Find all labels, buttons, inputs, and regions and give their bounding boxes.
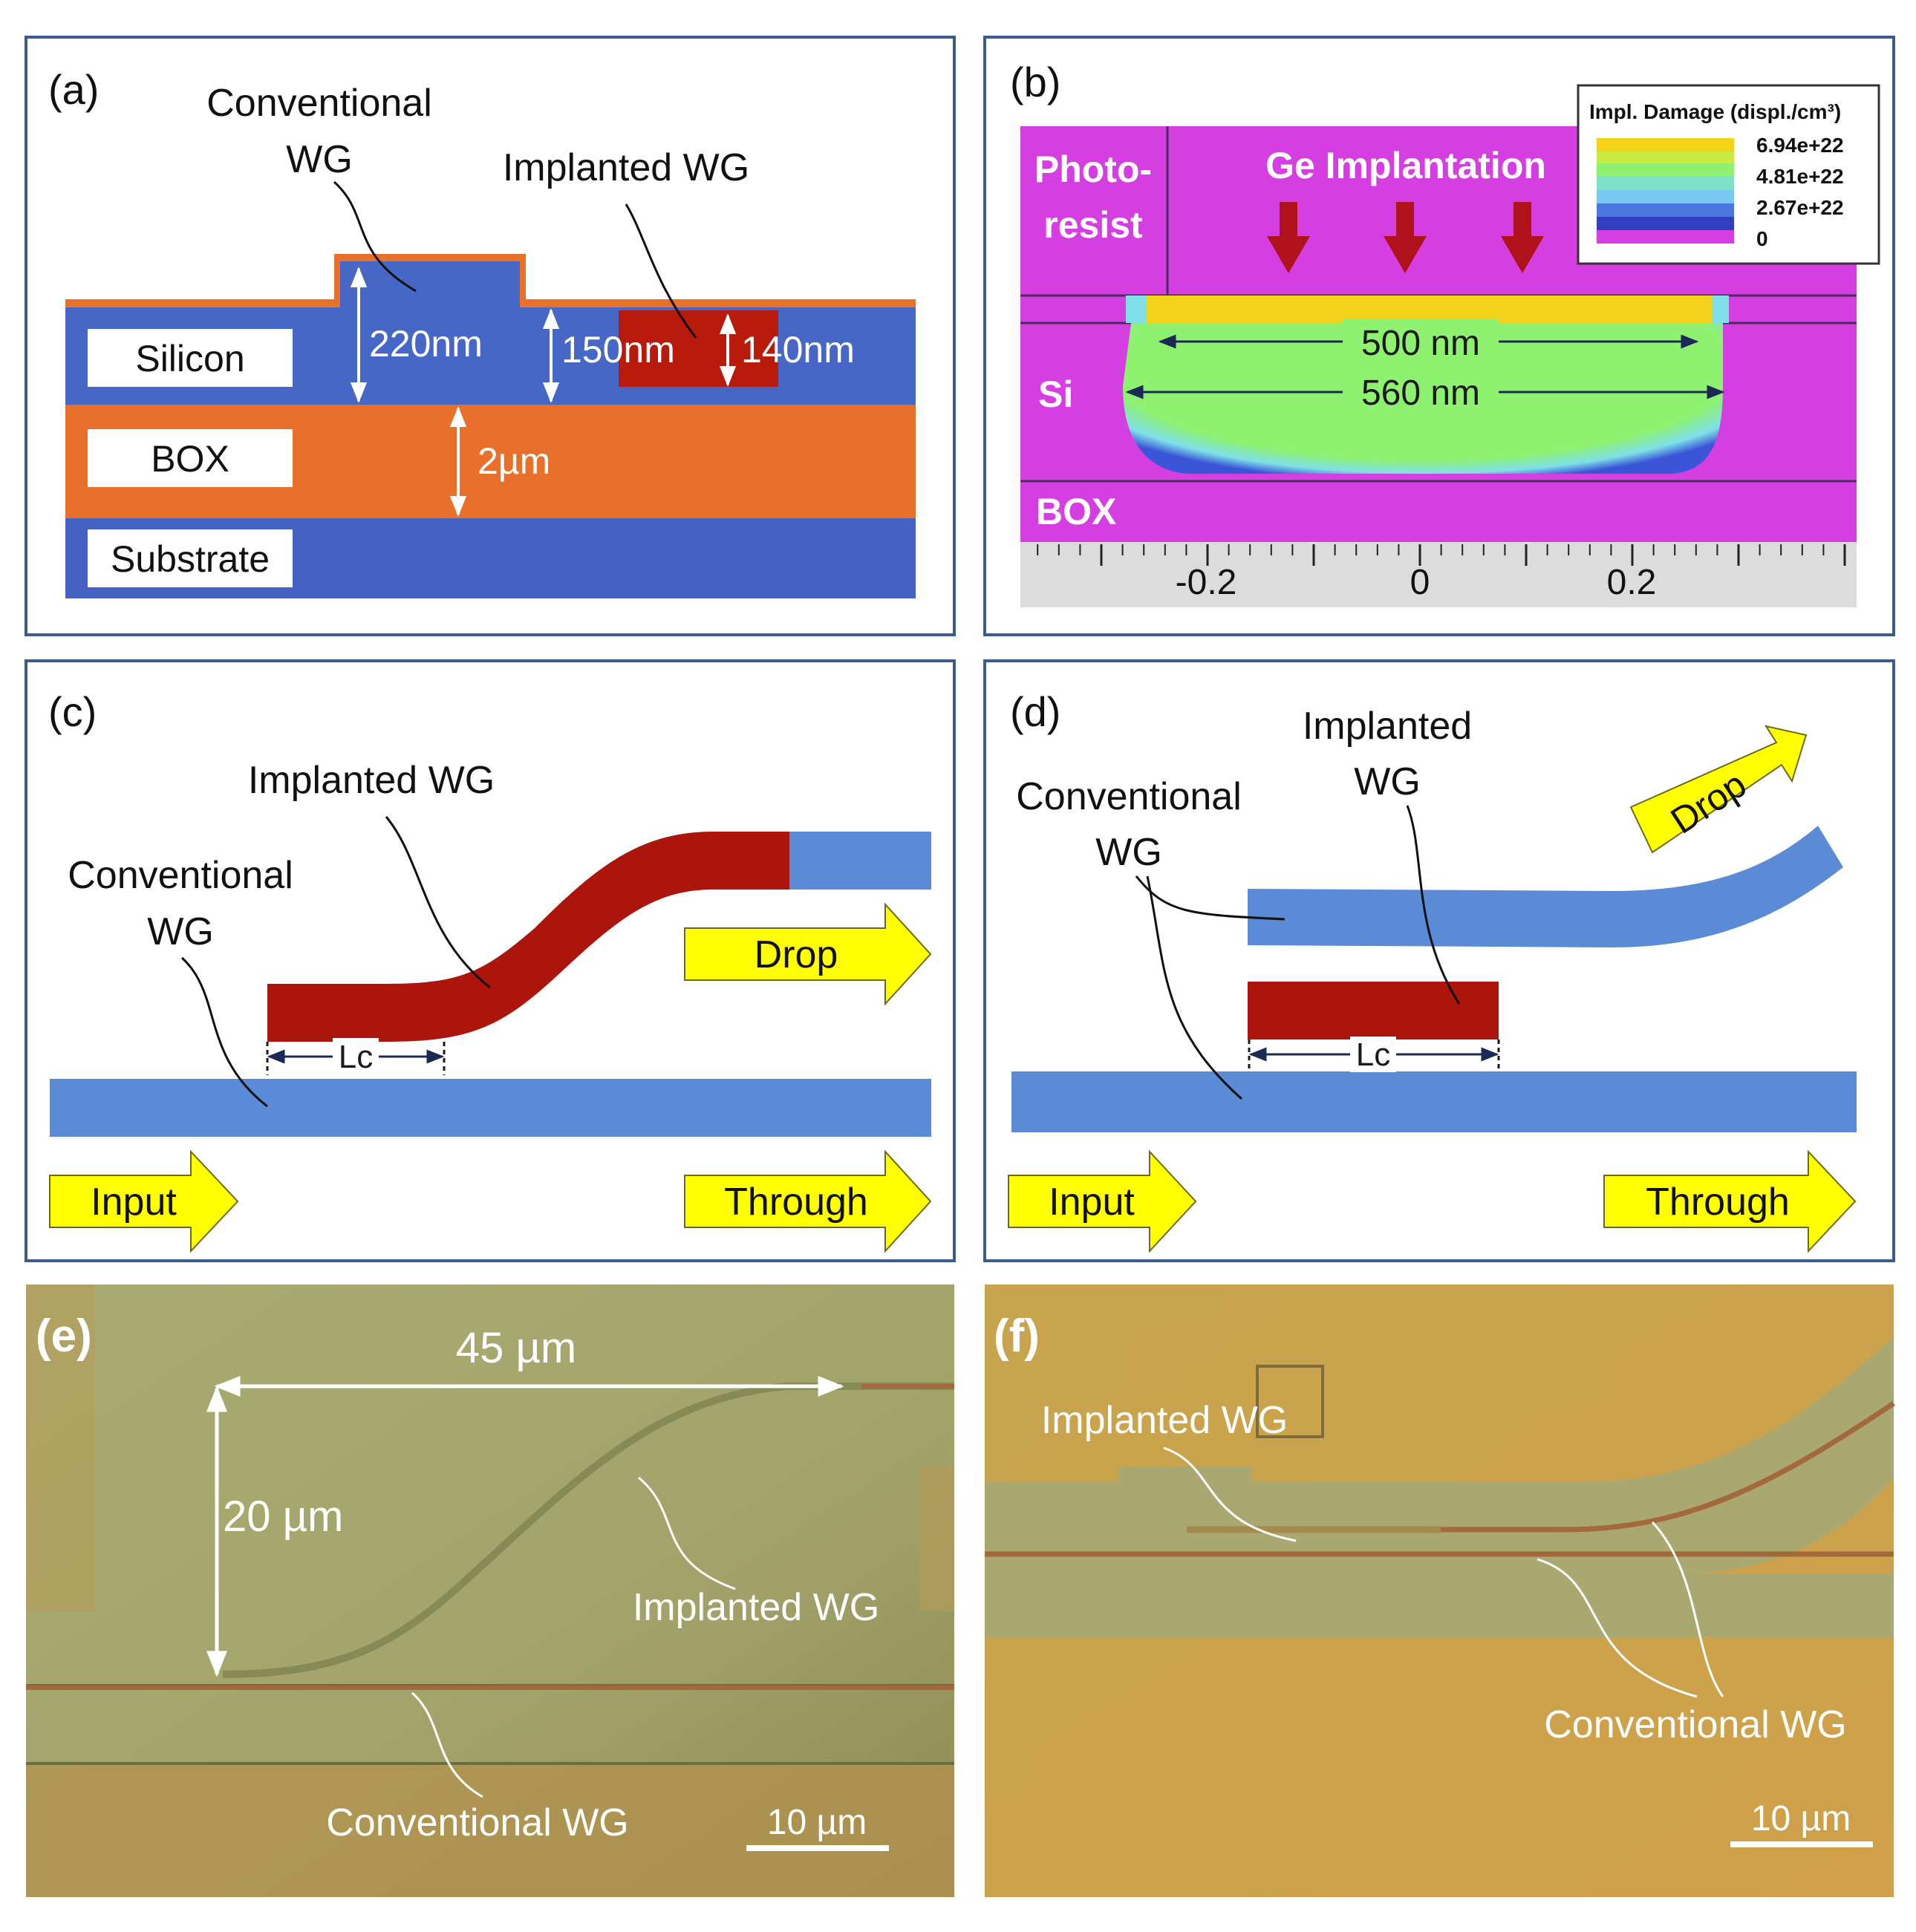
- implanted-wg-label-f: Implanted WG: [1041, 1399, 1288, 1442]
- legend-value: 0: [1756, 227, 1768, 250]
- conventional-wg-leader-f1: [1537, 1558, 1698, 1698]
- panel-a-tag: (a): [48, 66, 99, 113]
- scale-bar-label-f: 10 µm: [1751, 1799, 1851, 1838]
- conventional-wg-label-line2: WG: [286, 138, 353, 181]
- conventional-wg-leader-c: [180, 956, 268, 1108]
- conventional-wg-leader-e: [411, 1691, 483, 1798]
- drop-waveguide-f: [1411, 1401, 1895, 1533]
- scale-bar-label-e: 10 µm: [767, 1803, 867, 1842]
- implanted-wg-label-d-line2: WG: [1354, 760, 1421, 803]
- implanted-wg-leader-f: [1163, 1446, 1297, 1542]
- implanted-wg-leader-e: [638, 1476, 736, 1590]
- dim-560-label: 560 nm: [1361, 373, 1480, 413]
- bus-waveguide-d: [1011, 1071, 1857, 1132]
- panel-e: 45 µm 20 µm (e) Implanted WG Conventiona…: [26, 1285, 954, 1897]
- implanted-section-d: [1248, 982, 1499, 1040]
- legend: Impl. Damage (displ./cm³) 6.94e+22 4.81e…: [1577, 84, 1880, 265]
- damage-surface: [1136, 296, 1723, 323]
- conventional-wg-label-d-line2: WG: [1095, 831, 1162, 874]
- bus-waveguide: [50, 1079, 931, 1137]
- implant-arrows: [1267, 202, 1544, 273]
- implanted-s-bend-e: [222, 1383, 954, 1678]
- dim-140-label: 140nm: [741, 329, 855, 371]
- conventional-wg-label-line1: Conventional: [206, 82, 432, 125]
- conventional-wg-label-c-line2: WG: [147, 910, 214, 953]
- implanted-wg-label: Implanted WG: [503, 146, 749, 189]
- photoresist-label-line2: resist: [1043, 204, 1143, 246]
- panel-c: (c) Lc Implanted WG Conventional WG Drop…: [25, 659, 956, 1262]
- panel-f-tag: (f): [994, 1311, 1040, 1362]
- lc-label-d: Lc: [1356, 1037, 1390, 1073]
- through-label-c: Through: [724, 1181, 868, 1224]
- box-label-b: BOX: [1036, 491, 1116, 532]
- input-arrow-d[interactable]: Input: [1008, 1149, 1197, 1253]
- panel-d: (d) Lc Implanted WG Conventional WG Drop…: [983, 659, 1895, 1262]
- implanted-wg-label-d-line1: Implanted: [1303, 705, 1472, 748]
- conventional-wg-label-c-line1: Conventional: [68, 854, 293, 897]
- implanted-wg-label-e: Implanted WG: [633, 1586, 879, 1629]
- panel-d-tag: (d): [1010, 688, 1060, 735]
- legend-value: 6.94e+22: [1756, 134, 1844, 157]
- input-label-d: Input: [1049, 1181, 1135, 1224]
- dim-2um-label: 2µm: [478, 440, 550, 482]
- dim-150-label: 150nm: [561, 329, 675, 371]
- panel-c-tag: (c): [48, 688, 97, 735]
- panel-b: (b) Photo- resist Ge Implantation Si BOX…: [983, 36, 1895, 636]
- implanted-wg-leader: [625, 203, 697, 339]
- dim-500-label: 500 nm: [1361, 324, 1480, 363]
- input-arrow-c[interactable]: Input: [49, 1149, 239, 1253]
- cladding-layer: [65, 254, 916, 307]
- panel-b-tag: (b): [1010, 59, 1060, 105]
- implanted-wg-leader-d: [1406, 805, 1461, 1005]
- panel-a: (a) Silicon BOX Substrate 220nm 150nm 14…: [25, 36, 956, 636]
- legend-title: Impl. Damage (displ./cm³): [1589, 100, 1841, 123]
- si-label: Si: [1038, 373, 1073, 415]
- conventional-wg-leader: [333, 180, 417, 293]
- through-label-d: Through: [1646, 1181, 1790, 1224]
- through-arrow-d[interactable]: Through: [1603, 1149, 1857, 1253]
- dim-220-label: 220nm: [369, 323, 483, 365]
- ge-implantation-label: Ge Implantation: [1265, 145, 1546, 186]
- conventional-wg-leader-f2: [1651, 1521, 1724, 1697]
- axis-strip: [1020, 542, 1857, 607]
- input-label-c: Input: [91, 1181, 177, 1224]
- axis-tick-label: 0: [1410, 563, 1430, 602]
- dim-45-label: 45 µm: [456, 1324, 576, 1372]
- scale-bar-e: [746, 1845, 889, 1851]
- drop-waveguide-d: [1248, 826, 1843, 947]
- panel-f: (f) Implanted WG Conventional WG 10 µm: [985, 1285, 1895, 1897]
- implanted-s-bend: [267, 832, 789, 1042]
- conventional-wg-label-e: Conventional WG: [326, 1801, 629, 1844]
- axis-tick-label: -0.2: [1176, 563, 1237, 602]
- dim-20-label: 20 µm: [223, 1492, 343, 1541]
- through-arrow-c[interactable]: Through: [684, 1149, 932, 1253]
- drop-label-c: Drop: [755, 933, 838, 976]
- legend-value: 4.81e+22: [1756, 165, 1844, 188]
- conventional-wg-label-f: Conventional WG: [1544, 1703, 1847, 1746]
- conventional-wg-leader-d1: [1135, 875, 1286, 921]
- box-label: BOX: [151, 438, 229, 480]
- implanted-region: [619, 310, 778, 387]
- axis-ticks: [1037, 544, 1846, 566]
- rib: [340, 261, 520, 307]
- panel-e-tag: (e): [36, 1311, 92, 1362]
- axis-tick-label: 0.2: [1607, 563, 1657, 602]
- drop-arrow-c[interactable]: Drop: [684, 902, 932, 1006]
- implanted-wg-leader-c: [385, 816, 491, 989]
- drop-waveguide-conventional: [789, 832, 931, 890]
- conventional-wg-leader-d2: [1146, 875, 1242, 1100]
- legend-value: 2.67e+22: [1756, 196, 1844, 219]
- lc-label: Lc: [339, 1039, 373, 1075]
- substrate-label: Substrate: [111, 538, 270, 580]
- conventional-wg-label-d-line1: Conventional: [1016, 775, 1242, 818]
- implanted-wg-label-c: Implanted WG: [248, 759, 495, 802]
- silicon-label: Silicon: [135, 338, 244, 379]
- photoresist-label-line1: Photo-: [1034, 149, 1152, 190]
- scale-bar-f: [1730, 1841, 1873, 1847]
